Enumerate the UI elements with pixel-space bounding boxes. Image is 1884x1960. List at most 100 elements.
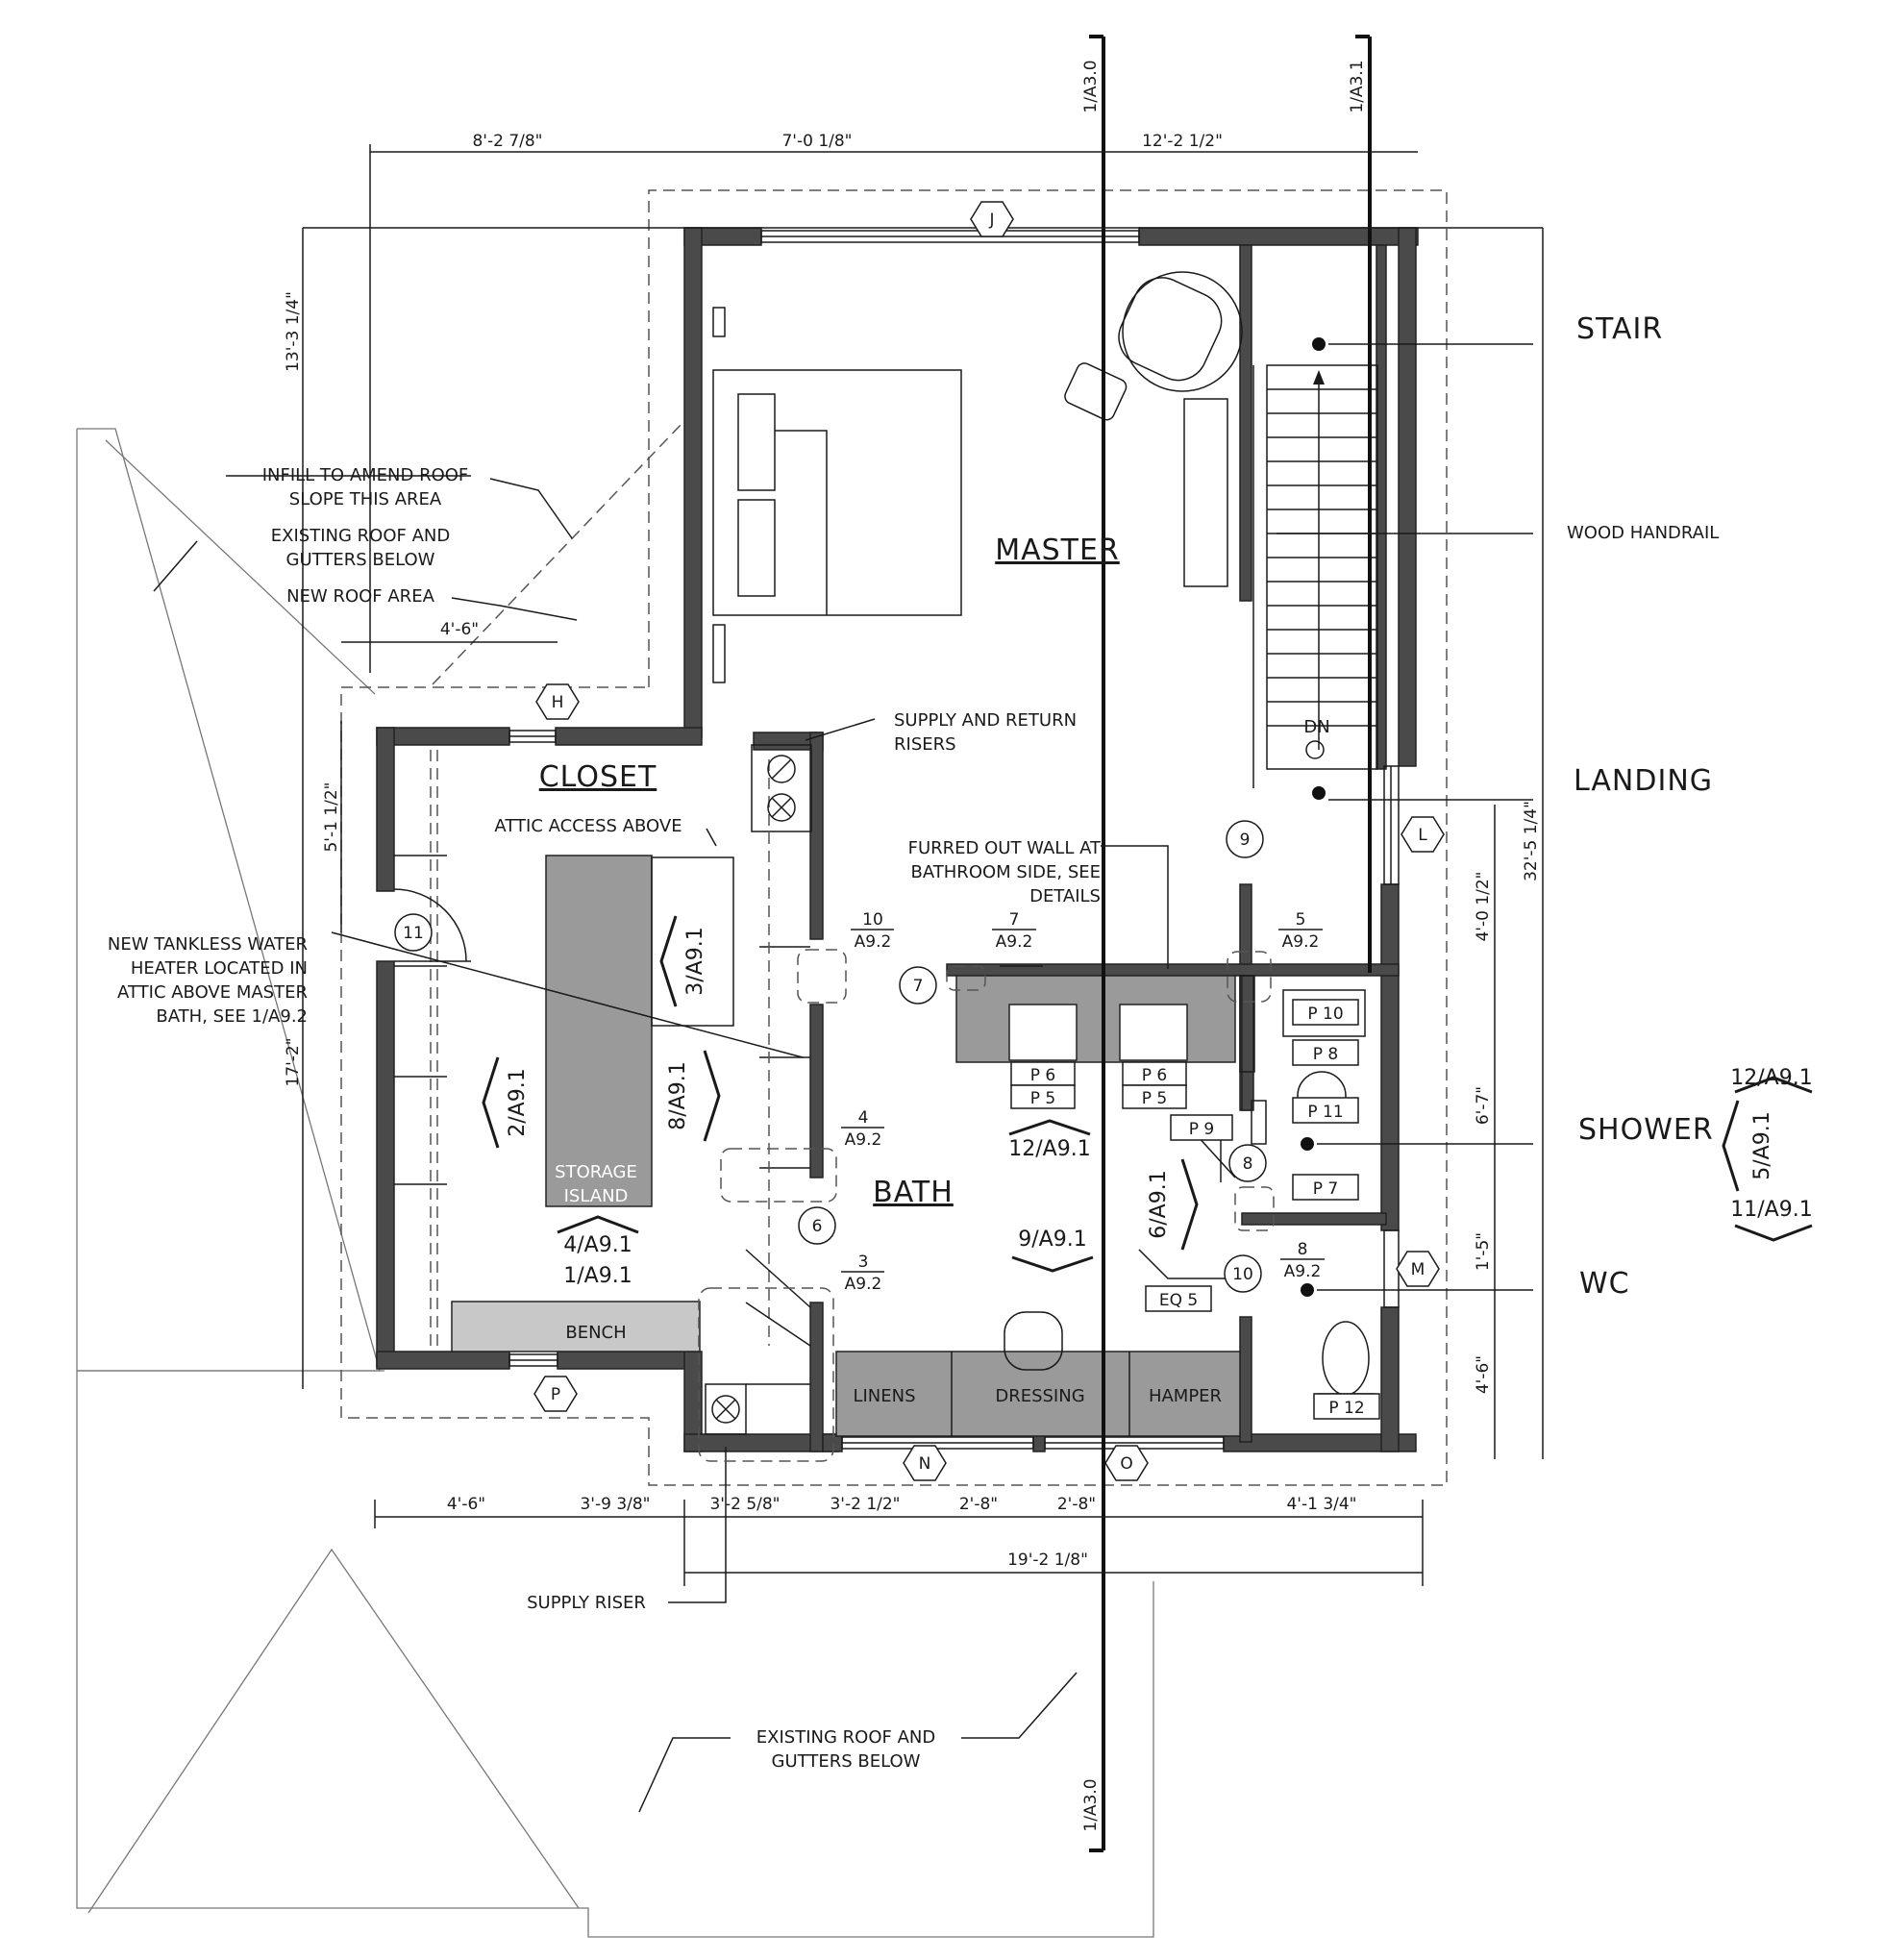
room-bath: BATH: [873, 1176, 954, 1209]
svg-text:P 5: P 5: [1142, 1089, 1167, 1108]
dim-top-1: 8'-2 7/8": [472, 132, 542, 151]
elevation-ref-1: 1/A9.1: [563, 1264, 632, 1288]
svg-text:EQ 5: EQ 5: [1159, 1291, 1198, 1310]
svg-text:P 5: P 5: [1030, 1089, 1055, 1108]
dim-right-outer: 32'-5 1/4": [1522, 801, 1541, 881]
note-existing-roof-bottom-2: GUTTERS BELOW: [772, 1751, 921, 1772]
dim-top-3: 12'-2 1/2": [1142, 132, 1223, 151]
room-closet: CLOSET: [539, 760, 657, 794]
note-water-heater-2: HEATER LOCATED IN: [131, 958, 308, 979]
window-tag-o: O: [1104, 1445, 1149, 1481]
note-existing-roof-bottom-1: EXISTING ROOF AND: [756, 1727, 935, 1748]
dim-left-1: 13'-3 1/4": [284, 291, 303, 372]
elevation-refs: 2/A9.1 3/A9.1 8/A9.1 4/A9.1 1/A9.1 12/A9…: [482, 915, 1813, 1288]
dim-bottom-7: 4'-1 3/4": [1286, 1495, 1356, 1514]
note-supply-return-1: SUPPLY AND RETURN: [894, 710, 1077, 731]
note-supply-riser: SUPPLY RISER: [527, 1593, 646, 1613]
svg-text:M: M: [1411, 1260, 1425, 1279]
dim-right-2: 6'-7": [1474, 1086, 1493, 1125]
note-infill-1: INFILL TO AMEND ROOF: [262, 465, 469, 485]
side-labels: STAIR LANDING SHOWER WC: [1574, 312, 1714, 1301]
svg-text:P 12: P 12: [1328, 1399, 1364, 1418]
detail-ref-5: 5 A9.2: [1278, 910, 1323, 952]
svg-text:5: 5: [1296, 910, 1306, 930]
svg-text:P 10: P 10: [1307, 1005, 1343, 1024]
key-circle-11: 11: [394, 913, 433, 952]
key-circle-10: 10: [1224, 1254, 1262, 1293]
room-hamper: HAMPER: [1149, 1386, 1222, 1406]
svg-text:5/A9.1: 5/A9.1: [1750, 1111, 1774, 1179]
dim-bottom-2: 3'-9 3/8": [580, 1495, 650, 1514]
walls: [376, 227, 1419, 1452]
note-existing-roof-top-2: GUTTERS BELOW: [286, 550, 435, 570]
svg-text:P 6: P 6: [1142, 1066, 1167, 1085]
detail-refs: 10 A9.2 7 A9.2 5 A9.2 4 A9.2 3 A9.2 8 A9…: [841, 910, 1325, 1294]
svg-text:P 9: P 9: [1189, 1120, 1214, 1139]
dim-bottom-4: 3'-2 1/2": [830, 1495, 900, 1514]
svg-text:9: 9: [1240, 831, 1251, 850]
dim-bottom-total: 19'-2 1/8": [1007, 1551, 1088, 1570]
svg-text:A9.2: A9.2: [996, 932, 1033, 952]
room-storage-line2: ISLAND: [564, 1186, 629, 1206]
svg-text:H: H: [552, 693, 564, 712]
dim-bottom-3: 3'-2 5/8": [709, 1495, 780, 1514]
fixture-tag-p9: P 9: [1170, 1114, 1233, 1141]
note-furred-2: BATHROOM SIDE, SEE: [911, 862, 1101, 882]
elevation-ref-9: 9/A9.1: [1011, 1228, 1094, 1273]
elevation-ref-12-bath: 12/A9.1: [1008, 1119, 1091, 1161]
fixture-tag-p6a: P 6: [1010, 1061, 1076, 1086]
label-landing: LANDING: [1574, 764, 1713, 798]
dimension-lines: [302, 144, 1544, 1586]
elevation-ref-shower-11: 11/A9.1: [1730, 1198, 1813, 1242]
note-supply-return-2: RISERS: [894, 734, 956, 755]
section-mark-bottom-a30: 1/A3.0: [1081, 1778, 1101, 1831]
fixture-tag-p7: P 7: [1292, 1174, 1359, 1201]
dim-left-small: 5'-1 1/2": [322, 782, 341, 852]
note-wood-handrail: WOOD HANDRAIL: [1567, 523, 1719, 543]
detail-callout-boxes: [698, 949, 1275, 1462]
note-water-heater-3: ATTIC ABOVE MASTER: [117, 982, 308, 1003]
room-master: MASTER: [995, 533, 1120, 567]
label-shower: SHOWER: [1578, 1113, 1714, 1147]
note-existing-roof-top-1: EXISTING ROOF AND: [271, 526, 450, 546]
dim-top-2: 7'-0 1/8": [781, 132, 852, 151]
svg-text:7: 7: [1009, 910, 1020, 930]
svg-text:7: 7: [913, 977, 924, 996]
fixture-tag-p12: P 12: [1313, 1393, 1380, 1420]
window-tags: J H L M N O P: [533, 201, 1445, 1481]
key-circle-8: 8: [1228, 1144, 1267, 1182]
svg-text:J: J: [988, 211, 994, 230]
svg-text:11/A9.1: 11/A9.1: [1730, 1198, 1812, 1222]
dim-closet-width: 4'-6": [440, 620, 479, 639]
label-wc: WC: [1579, 1267, 1630, 1301]
window-tag-j: J: [970, 201, 1014, 237]
svg-text:10: 10: [862, 910, 883, 930]
window-tag-l: L: [1401, 816, 1445, 853]
svg-text:A9.2: A9.2: [1284, 1262, 1322, 1281]
svg-text:6: 6: [812, 1217, 823, 1236]
svg-text:3: 3: [858, 1253, 869, 1272]
note-infill-2: SLOPE THIS AREA: [289, 489, 442, 509]
svg-text:P 8: P 8: [1313, 1045, 1338, 1064]
dim-left-2: 17'-2": [284, 1037, 303, 1086]
svg-text:11: 11: [403, 924, 424, 943]
detail-ref-3: 3 A9.2: [841, 1253, 884, 1294]
svg-text:6/A9.1: 6/A9.1: [1147, 1170, 1171, 1238]
svg-text:P 6: P 6: [1030, 1066, 1055, 1085]
svg-text:12/A9.1: 12/A9.1: [1008, 1137, 1090, 1161]
stair-dn-label: DN: [1303, 717, 1329, 737]
fixture-tag-p5a: P 5: [1010, 1084, 1076, 1109]
svg-text:10: 10: [1232, 1265, 1253, 1284]
key-circle-6: 6: [798, 1206, 836, 1245]
dim-right-1: 4'-0 1/2": [1474, 871, 1493, 941]
dim-bottom-6: 2'-8": [1057, 1495, 1096, 1514]
svg-text:4: 4: [858, 1108, 869, 1128]
key-circle-7: 7: [899, 966, 937, 1005]
overhang-dashed-outline: [340, 189, 1448, 1486]
svg-text:2/A9.1: 2/A9.1: [506, 1068, 530, 1136]
note-furred-1: FURRED OUT WALL AT: [908, 838, 1102, 858]
room-dressing: DRESSING: [995, 1386, 1084, 1406]
dim-right-4: 4'-6": [1474, 1355, 1493, 1394]
elevation-ref-2: 2/A9.1: [482, 1056, 530, 1149]
dim-bottom-1: 4'-6": [447, 1495, 485, 1514]
